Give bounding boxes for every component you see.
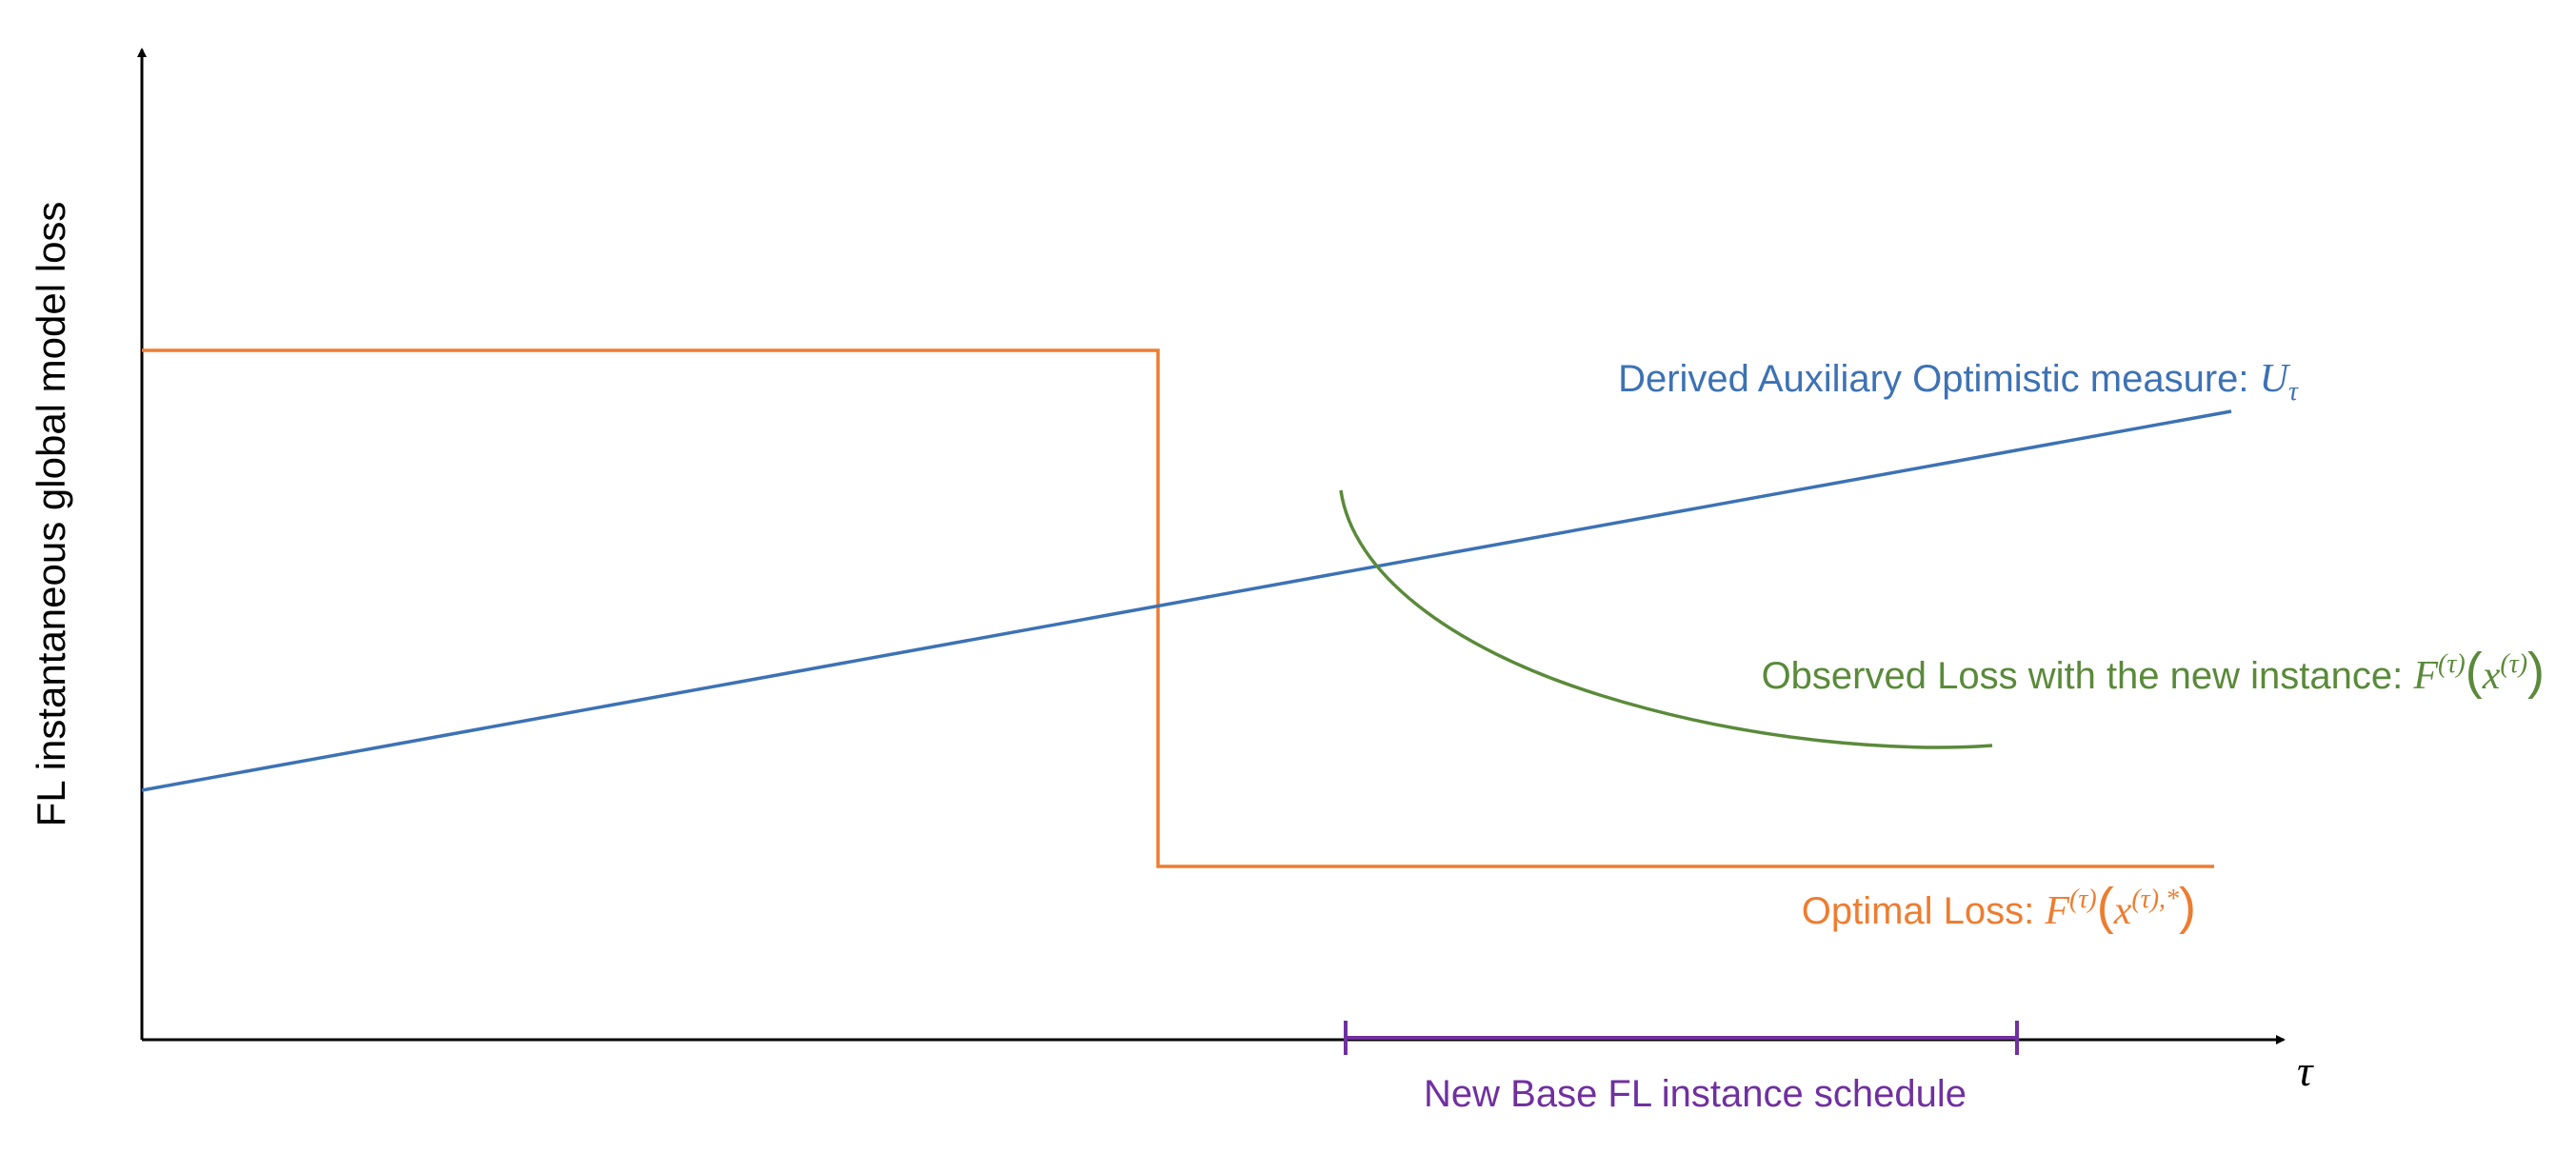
y-axis-label: FL instantaneous global model loss: [29, 202, 73, 827]
observed-loss-curve: [1339, 489, 1993, 749]
optimal-loss-line: [142, 348, 2214, 868]
optimal-loss-label: Optimal Loss: F(τ)(x(τ),*): [1802, 878, 2196, 935]
auxiliary-measure-label: Derived Auxiliary Optimistic measure: Uτ: [1618, 357, 2299, 407]
x-axis-label: τ: [2297, 1046, 2314, 1095]
schedule-label: New Base FL instance schedule: [1424, 1073, 1967, 1115]
observed-loss-label: Observed Loss with the new instance: F(τ…: [1762, 643, 2545, 700]
auxiliary-measure-line: [141, 409, 2232, 792]
